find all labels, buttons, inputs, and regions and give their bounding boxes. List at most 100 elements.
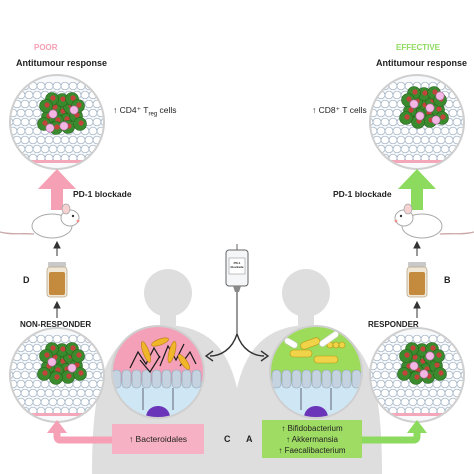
epithelial-cell bbox=[465, 380, 473, 388]
epithelial-cell bbox=[465, 91, 473, 99]
epithelial-cell bbox=[72, 397, 82, 407]
epithelial-cell bbox=[428, 135, 438, 145]
epithelial-cell bbox=[448, 379, 458, 389]
left-cells-label: ↑ CD4⁺ Treg cells bbox=[113, 105, 177, 118]
t-cell bbox=[431, 115, 441, 125]
epithelial-cell bbox=[68, 135, 78, 145]
epithelial-cell bbox=[84, 135, 94, 145]
epithelial-cell bbox=[32, 144, 42, 154]
epithelial-cell bbox=[20, 370, 30, 380]
epithelial-cell bbox=[32, 343, 42, 353]
epithelial-cell bbox=[420, 388, 430, 398]
epithelial-cell bbox=[372, 117, 382, 127]
epithelial-cell bbox=[424, 126, 434, 136]
tumour-cell-nucleus bbox=[50, 345, 56, 351]
epithelial-cell bbox=[84, 352, 94, 362]
epithelial-cell bbox=[372, 370, 382, 380]
left-bacteria-item: ↑ Bacteroidales bbox=[128, 434, 188, 444]
epithelial-cell bbox=[440, 126, 450, 136]
left-responder-label: NON-RESPONDER bbox=[20, 320, 92, 329]
epithelial-cell bbox=[24, 126, 34, 136]
tumour-cell-nucleus bbox=[408, 107, 414, 113]
epithelial-cell bbox=[10, 153, 14, 163]
epithelial-cell bbox=[444, 352, 454, 362]
basement-membrane bbox=[370, 413, 464, 416]
epithelial-cell bbox=[384, 397, 394, 407]
epithelial-cell bbox=[92, 370, 102, 380]
epithelial-cell bbox=[76, 388, 86, 398]
epithelial-cell bbox=[12, 117, 22, 127]
epithelial-cell bbox=[396, 334, 406, 344]
epithelial-cell bbox=[88, 361, 98, 371]
epithelial-cell bbox=[384, 108, 394, 118]
epithelial-cell bbox=[424, 397, 434, 407]
tumour-cell-nucleus bbox=[404, 352, 410, 358]
epithelial-cell bbox=[380, 135, 390, 145]
epithelial-cell bbox=[448, 108, 458, 118]
epithelial-cell bbox=[400, 126, 410, 136]
epithelial-cell bbox=[20, 135, 30, 145]
epithelial-cell bbox=[416, 397, 426, 407]
epithelial-cell bbox=[60, 135, 70, 145]
right-bacteria-item-1: ↑ Bifidobacterium bbox=[281, 423, 343, 433]
epithelial-cell bbox=[392, 90, 402, 100]
epithelial-cell bbox=[40, 397, 50, 407]
epithelial-cell bbox=[16, 126, 26, 136]
epithelial-cell bbox=[16, 108, 26, 118]
tumour-cell-nucleus bbox=[60, 346, 66, 352]
epithelial-cell bbox=[465, 127, 473, 135]
epithelial-cell bbox=[44, 135, 54, 145]
poor-response-arrow bbox=[38, 169, 76, 210]
tumour-cell-nucleus bbox=[430, 345, 436, 351]
epithelial-cell bbox=[24, 144, 34, 154]
epithelial-cell bbox=[52, 388, 62, 398]
epithelial-cell bbox=[440, 397, 450, 407]
tumour-cell-nucleus bbox=[66, 373, 72, 379]
epithelial-cell bbox=[92, 334, 102, 344]
epithelial-cell bbox=[48, 144, 58, 154]
epithelial-cell bbox=[376, 361, 386, 371]
right-bottom-arrowhead bbox=[407, 420, 427, 433]
epithelial-cell bbox=[84, 99, 94, 109]
epithelial-cell bbox=[24, 343, 34, 353]
tumour-cell-nucleus bbox=[412, 89, 418, 95]
effective-response-tumour-circle bbox=[369, 74, 473, 170]
epithelial-cell bbox=[428, 388, 438, 398]
tumour-cell-nucleus bbox=[60, 96, 66, 102]
epithelial-cell bbox=[416, 144, 426, 154]
epithelial-cell bbox=[32, 397, 42, 407]
epithelial-cell bbox=[404, 388, 414, 398]
epithelial-cell bbox=[80, 144, 90, 154]
epithelial-cell bbox=[388, 99, 398, 109]
epithelial-cell bbox=[452, 334, 462, 344]
epithelial-cell bbox=[28, 99, 38, 109]
epithelial-cell bbox=[92, 81, 102, 91]
left-gut-letter: C bbox=[224, 434, 231, 444]
epithelial-cell bbox=[465, 145, 473, 153]
epithelial-cell bbox=[88, 108, 98, 118]
epithelial-cell bbox=[370, 334, 374, 344]
epithelial-cell bbox=[20, 117, 30, 127]
epithelial-cell bbox=[396, 135, 406, 145]
epithelial-cell bbox=[388, 352, 398, 362]
epithelial-cell bbox=[12, 370, 22, 380]
epithelial-cell bbox=[10, 81, 14, 91]
epithelial-cell bbox=[80, 397, 90, 407]
epithelial-cell bbox=[28, 352, 38, 362]
tumour-cell-nucleus bbox=[76, 352, 82, 358]
right-responder-label: RESPONDER bbox=[368, 320, 419, 329]
epithelial-cell bbox=[20, 388, 30, 398]
epithelial-cell bbox=[392, 343, 402, 353]
epithelial-cell bbox=[24, 108, 34, 118]
epithelial-cell bbox=[40, 144, 50, 154]
epithelial-cell bbox=[370, 81, 374, 91]
tumour-cell-nucleus bbox=[50, 95, 56, 101]
tumour-cell-nucleus bbox=[404, 114, 410, 120]
right-gut-circle-border bbox=[269, 325, 363, 419]
epithelial-cell bbox=[448, 361, 458, 371]
epithelial-cell bbox=[24, 361, 34, 371]
epithelial-cell bbox=[100, 334, 104, 344]
tumour-cell-nucleus bbox=[440, 114, 446, 120]
tumour-cell-nucleus bbox=[414, 374, 420, 380]
epithelial-cell bbox=[388, 388, 398, 398]
